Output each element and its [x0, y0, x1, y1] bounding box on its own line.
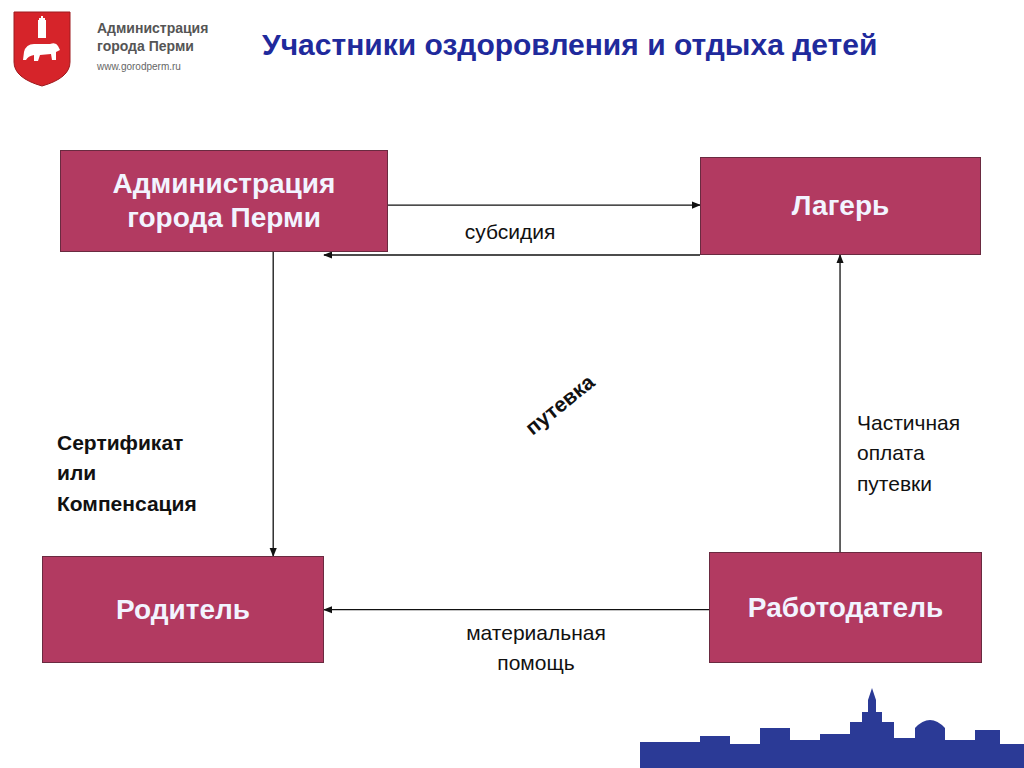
process-box: Родитель: [42, 556, 324, 663]
skyline: [640, 688, 1024, 768]
connector-label: Сертификат или Компенсация: [55, 428, 199, 519]
coat-of-arms: [14, 12, 70, 86]
connector-arrow: [273, 252, 274, 556]
shield: [14, 12, 70, 86]
box-label: Родитель: [116, 593, 250, 627]
box-label: Администрация города Перми: [61, 167, 387, 234]
organisation-name: Администрация города Перми: [97, 20, 227, 55]
website-url: www.gorodperm.ru: [97, 61, 181, 72]
box-label: Работодатель: [748, 591, 943, 625]
connector-arrow: [324, 609, 709, 610]
process-box: Лагерь: [700, 157, 981, 255]
connector-label: Частичная оплата путевки: [855, 408, 962, 499]
skyline-buildings: [640, 688, 1024, 752]
connector-arrow: [839, 255, 840, 552]
book: [38, 20, 46, 38]
connector-label: путевка: [517, 366, 603, 444]
process-box: Работодатель: [709, 552, 982, 663]
connector-arrow: [388, 204, 700, 205]
box-label: Лагерь: [792, 189, 889, 223]
connector-label: материальная помощь: [464, 618, 608, 679]
connector-label: субсидия: [463, 217, 558, 247]
connector-arrow: [324, 254, 700, 255]
slide-title: Участники оздоровления и отдыха детей: [262, 28, 877, 62]
process-box: Администрация города Перми: [60, 150, 388, 252]
bear: [23, 43, 60, 61]
skyline-base: [640, 752, 1024, 768]
cross: [39, 16, 45, 22]
